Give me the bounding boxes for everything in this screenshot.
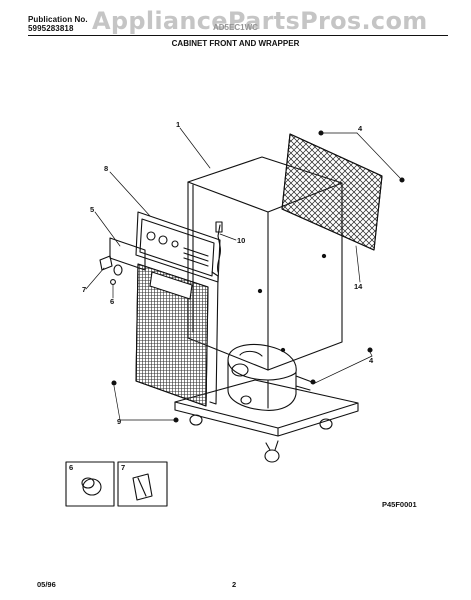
watermark: AppliancePartsPros.com <box>92 7 428 35</box>
header-rule <box>28 35 448 36</box>
screws <box>111 130 405 423</box>
callout-8: 8 <box>104 164 108 173</box>
power-cord <box>215 221 223 273</box>
callout-6: 6 <box>110 297 114 306</box>
front-grille-panel <box>135 263 219 407</box>
callout-14: 14 <box>354 282 363 291</box>
section-title: CABINET FRONT AND WRAPPER <box>171 39 300 48</box>
callout-1: 1 <box>176 120 180 129</box>
callout-4-top: 4 <box>358 124 363 133</box>
detail-box-6 <box>65 461 115 507</box>
control-knobs <box>99 255 123 285</box>
callout-4-bottom: 4 <box>369 356 374 365</box>
compressor <box>227 343 313 411</box>
publication-number: 5995283818 <box>28 24 74 33</box>
callout-9: 9 <box>117 417 121 426</box>
leader-lines <box>85 127 401 421</box>
page-number: 2 <box>232 580 237 589</box>
publication-label: Publication No. <box>28 15 88 24</box>
detail-label-7: 7 <box>121 463 125 472</box>
footer-date: 05/96 <box>37 580 56 589</box>
rear-mesh-panel <box>281 133 383 251</box>
callout-10: 10 <box>237 236 245 245</box>
control-panel <box>109 211 221 283</box>
drawing-code: P45F0001 <box>382 500 417 509</box>
model-number: AD5EC1WC <box>213 23 258 32</box>
detail-label-6: 6 <box>69 463 73 472</box>
callout-7: 7 <box>82 285 86 294</box>
detail-box-7 <box>117 461 168 507</box>
callout-5: 5 <box>90 205 94 214</box>
caster-wheels <box>189 395 333 463</box>
